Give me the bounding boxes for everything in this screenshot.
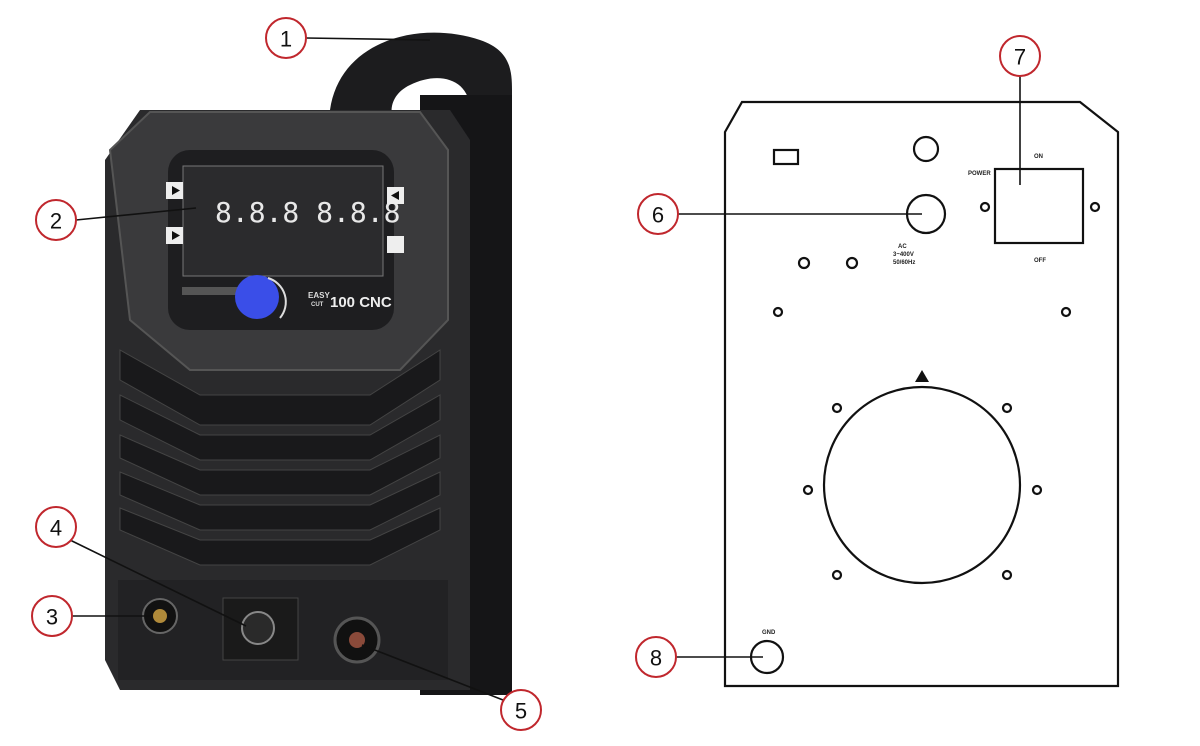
off-label: OFF	[1034, 258, 1046, 264]
input-label-frequency: 50/60Hz	[893, 260, 915, 266]
save-button[interactable]	[387, 236, 404, 253]
on-label: ON	[1034, 154, 1043, 160]
adjustment-knob[interactable]	[235, 275, 279, 319]
svg-text:1: 1	[280, 27, 292, 52]
warning-triangle-icon	[915, 370, 929, 382]
callout-7: 7	[999, 35, 1041, 77]
upper-port	[912, 135, 940, 163]
svg-text:5: 5	[515, 699, 527, 724]
torch-connector-core	[349, 632, 365, 648]
rear-outline	[723, 100, 1120, 688]
fan-opening	[822, 385, 1022, 585]
rear-panel: AC 3~400V 50/60Hz POWER ON OFF GND	[723, 100, 1120, 688]
screw-hole	[1060, 306, 1072, 318]
svg-text:6: 6	[652, 203, 664, 228]
input-label-ac: AC	[898, 244, 907, 250]
machine-front: 8.8.8 8.8.8 EASY CUT 100 CNC	[105, 32, 512, 695]
handle	[330, 32, 512, 120]
callout-6: 6	[637, 193, 679, 235]
knob-scale	[182, 287, 242, 295]
model-name: 100 CNC	[330, 294, 392, 311]
callout-4: 4	[35, 506, 77, 548]
play-icon	[172, 186, 180, 195]
lcd-screen	[182, 165, 384, 277]
svg-text:7: 7	[1014, 45, 1026, 70]
brand-easy: EASY	[308, 291, 330, 300]
input-label-voltage: 3~400V	[893, 252, 914, 258]
vent-grille	[119, 349, 441, 566]
callout-2: 2	[35, 199, 77, 241]
callout-1: 1	[265, 17, 307, 59]
fuse-holder	[772, 148, 800, 166]
svg-text:2: 2	[50, 209, 62, 234]
ground-socket-core	[153, 609, 167, 623]
svg-text:3: 3	[46, 605, 58, 630]
svg-text:8: 8	[650, 646, 662, 671]
power-label: POWER	[968, 171, 991, 177]
knob-ring	[267, 277, 287, 319]
screw-hole	[979, 201, 991, 213]
coax-port-1	[797, 256, 811, 270]
display-digits: 8.8.8 8.8.8	[215, 196, 400, 229]
screw-hole	[1089, 201, 1101, 213]
power-switch[interactable]	[993, 167, 1085, 245]
fan-screw-holes	[802, 402, 1043, 581]
leader-lines	[69, 37, 1021, 701]
back-icon	[391, 191, 399, 200]
callout-8: 8	[635, 636, 677, 678]
ground-label: GND	[762, 630, 776, 636]
screw-hole	[772, 306, 784, 318]
brand-cut: CUT	[311, 302, 324, 308]
svg-text:4: 4	[50, 516, 62, 541]
play-icon	[172, 231, 180, 240]
callout-5: 5	[500, 689, 542, 731]
cnc-control-socket[interactable]	[241, 611, 275, 645]
coax-port-2	[845, 256, 859, 270]
callout-3: 3	[31, 595, 73, 637]
